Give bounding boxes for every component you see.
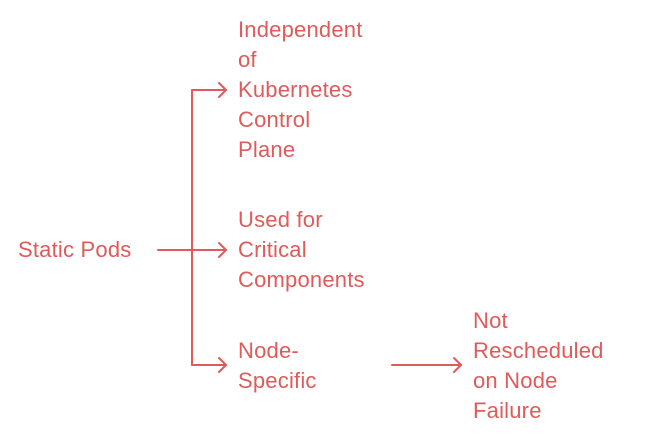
arrow-head-critical	[218, 242, 227, 258]
arrow-head-independent	[218, 82, 227, 98]
grandchild-node-not-rescheduled: Not Rescheduled on Node Failure	[473, 308, 604, 423]
child-node-independent-of-control-plane: Independent of Kubernetes Control Plane	[238, 17, 363, 162]
child-node-node-specific: Node- Specific	[238, 338, 317, 393]
root-node-static-pods: Static Pods	[18, 237, 132, 262]
arrow-head-not-rescheduled	[453, 357, 462, 373]
child-node-critical-components: Used for Critical Components	[238, 207, 365, 292]
arrow-head-node-specific	[218, 357, 227, 373]
